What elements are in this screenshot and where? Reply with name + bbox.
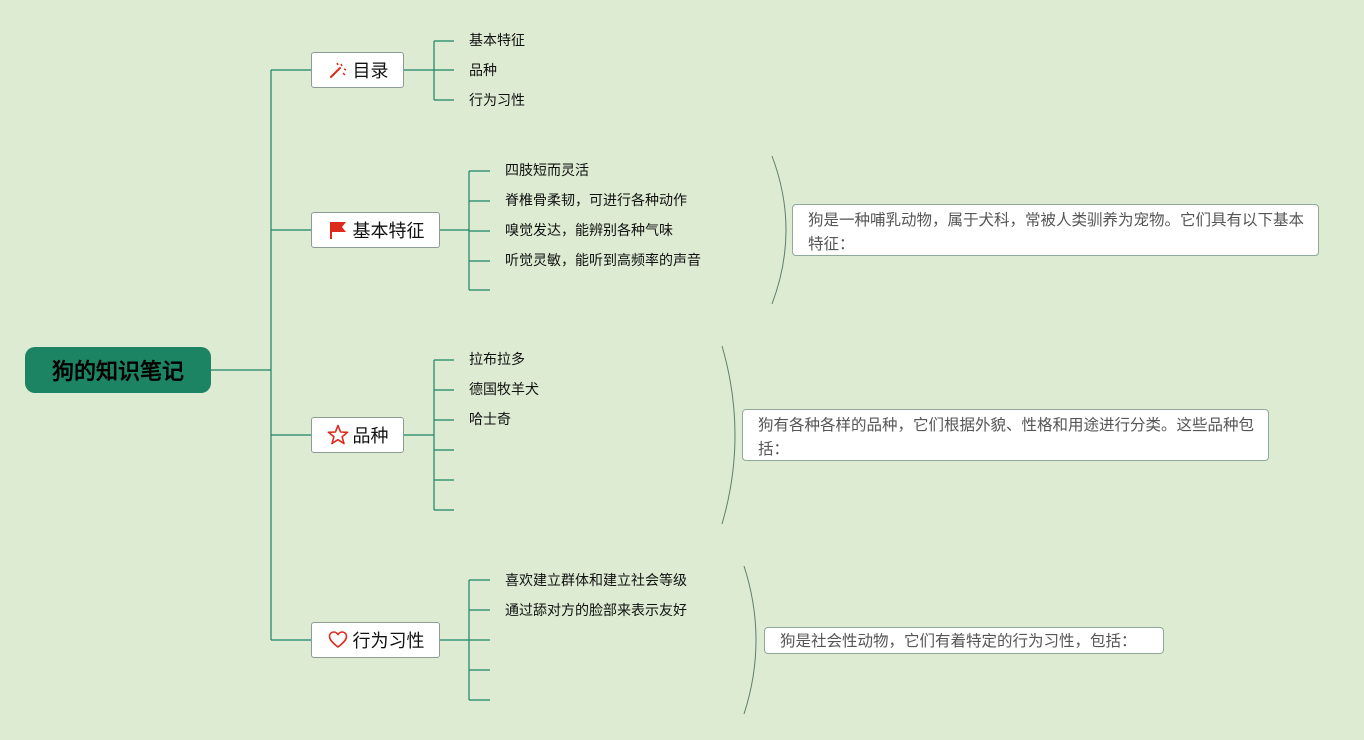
root-title: 狗的知识笔记	[51, 360, 184, 385]
features-item[interactable]: 四肢短而灵活	[505, 163, 589, 179]
features-note[interactable]: 狗是一种哺乳动物，属于犬科，常被人类驯养为宠物。它们具有以下基本特征：	[792, 204, 1319, 256]
toc-connector	[404, 40, 454, 101]
topic-toc[interactable]: 目录	[311, 52, 404, 88]
behavior-item[interactable]: 通过舔对方的脸部来表示友好	[505, 603, 687, 619]
topic-features-label: 基本特征	[352, 221, 425, 242]
behavior-note[interactable]: 狗是社会性动物，它们有着特定的行为习性，包括：	[764, 627, 1164, 654]
breeds-note[interactable]: 狗有各种各样的品种，它们根据外貌、性格和用途进行分类。这些品种包括：	[742, 409, 1269, 461]
heart-outline-icon	[327, 629, 349, 651]
features-connector	[440, 170, 490, 291]
breeds-brace	[721, 345, 736, 525]
toc-item[interactable]: 行为习性	[469, 93, 525, 109]
behavior-note-text: 狗是社会性动物，它们有着特定的行为习性，包括：	[780, 632, 1137, 650]
features-brace	[771, 155, 787, 305]
toc-item[interactable]: 品种	[469, 63, 497, 79]
red-flag-icon	[327, 219, 349, 241]
behavior-item[interactable]: 喜欢建立群体和建立社会等级	[505, 573, 687, 589]
breeds-connector	[404, 359, 454, 511]
magic-wand-icon	[327, 59, 349, 81]
toc-item[interactable]: 基本特征	[469, 33, 525, 49]
topic-behavior[interactable]: 行为习性	[311, 622, 440, 658]
features-item[interactable]: 听觉灵敏，能听到高频率的声音	[505, 253, 701, 269]
features-note-text: 狗是一种哺乳动物，属于犬科，常被人类驯养为宠物。它们具有以下基本特征：	[808, 211, 1305, 253]
behavior-brace	[743, 565, 757, 715]
features-item[interactable]: 嗅觉发达，能辨别各种气味	[505, 223, 673, 239]
breeds-item[interactable]: 哈士奇	[469, 412, 511, 428]
topic-behavior-label: 行为习性	[352, 631, 425, 652]
topic-breeds[interactable]: 品种	[311, 417, 404, 453]
breeds-item[interactable]: 拉布拉多	[469, 352, 525, 368]
behavior-connector	[440, 579, 490, 701]
topic-breeds-label: 品种	[352, 426, 389, 447]
topic-toc-label: 目录	[352, 61, 389, 82]
star-outline-icon	[327, 424, 349, 446]
breeds-note-text: 狗有各种各样的品种，它们根据外貌、性格和用途进行分类。这些品种包括：	[758, 416, 1255, 458]
root-topic[interactable]: 狗的知识笔记	[25, 347, 211, 393]
topic-features[interactable]: 基本特征	[311, 212, 440, 248]
features-item[interactable]: 脊椎骨柔韧，可进行各种动作	[505, 193, 687, 209]
breeds-item[interactable]: 德国牧羊犬	[469, 382, 539, 398]
